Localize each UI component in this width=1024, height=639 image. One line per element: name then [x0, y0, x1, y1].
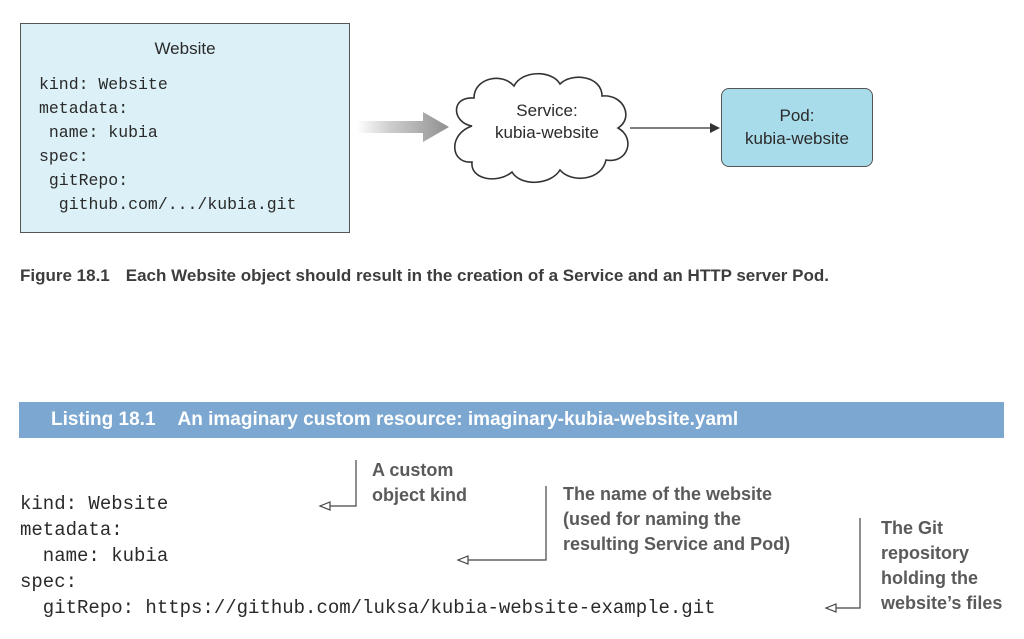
- annotation-custom-kind: A custom object kind: [372, 458, 467, 508]
- service-name-line: kubia-website: [495, 123, 599, 142]
- annotation-line: (used for naming the: [563, 509, 742, 529]
- service-cloud-label: Service: kubia-website: [462, 100, 632, 144]
- website-code-line: kind: Website: [39, 75, 168, 94]
- annotation-line: object kind: [372, 485, 468, 505]
- figure-caption-text: Each Website object should result in the…: [125, 266, 829, 285]
- listing-label: Listing 18.1: [51, 409, 156, 430]
- annotation-line: resulting Service and Pod): [563, 534, 791, 554]
- annotation-line: The Git: [881, 518, 943, 538]
- gradient-arrow: [357, 112, 449, 142]
- listing-title: An imaginary custom resource: imaginary-…: [177, 409, 739, 430]
- listing-code-line: metadata:: [20, 519, 123, 541]
- service-label-line: Service:: [516, 101, 578, 120]
- figure-caption: Figure 18.1 Each Website object should re…: [20, 263, 920, 289]
- pod-name-line: kubia-website: [745, 129, 849, 148]
- listing-code-line: spec:: [20, 571, 78, 593]
- annotation-line: website’s files: [881, 593, 1003, 613]
- listing-code-line: kind: Website: [20, 493, 169, 515]
- annotation-line: A custom: [372, 460, 454, 480]
- website-code-line: name: kubia: [39, 123, 158, 142]
- website-resource-box: Website kind: Website metadata: name: ku…: [20, 23, 350, 233]
- annotation-line: The name of the website: [563, 484, 773, 504]
- thin-arrow: [630, 123, 720, 133]
- website-code-line: spec:: [39, 147, 89, 166]
- listing-code-line: gitRepo: https://github.com/luksa/kubia-…: [20, 597, 716, 619]
- service-cloud-icon: [454, 73, 629, 183]
- pod-label-line: Pod:: [779, 106, 815, 125]
- listing-header: Listing 18.1 An imaginary custom resource…: [19, 402, 1004, 438]
- listing-code-line: name: kubia: [20, 545, 169, 567]
- website-box-title: Website: [154, 39, 216, 58]
- annotation-git-repo: The Git repository holding the website’s…: [881, 516, 1002, 616]
- annotation-website-name: The name of the website (used for naming…: [563, 482, 790, 557]
- figure-label: Figure 18.1: [20, 266, 110, 285]
- website-code-line: metadata:: [39, 99, 129, 118]
- annotation-line: repository: [881, 543, 970, 563]
- annotation-line: holding the: [881, 568, 978, 588]
- website-code-line: github.com/.../kubia.git: [39, 195, 297, 214]
- website-code-line: gitRepo:: [39, 171, 129, 190]
- pod-box: Pod: kubia-website: [721, 88, 873, 167]
